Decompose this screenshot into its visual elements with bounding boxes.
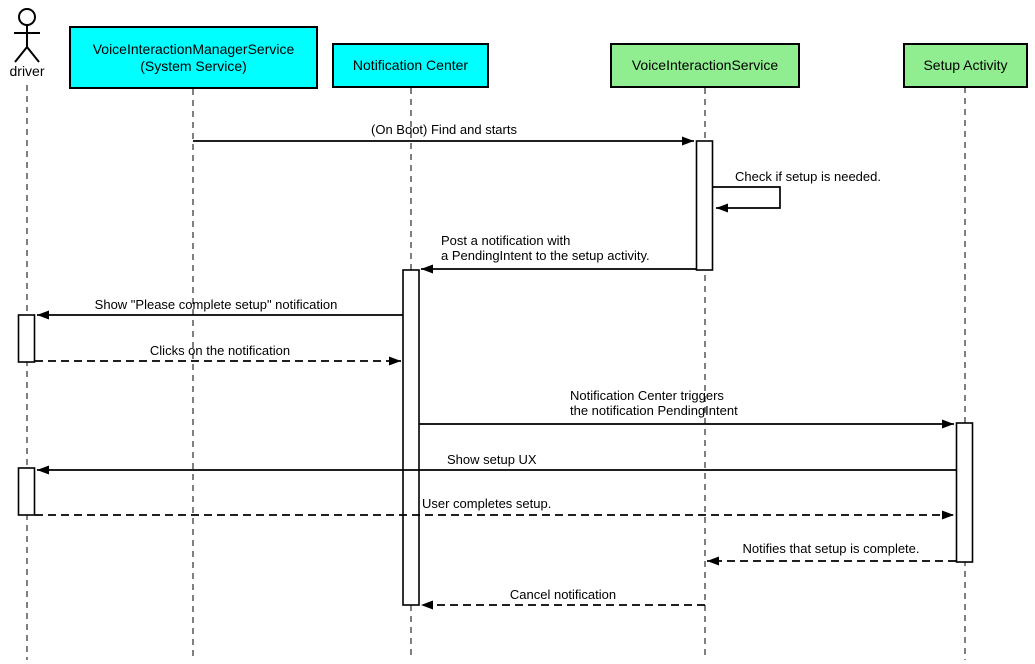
actor-driver-icon — [14, 8, 40, 63]
message-label-post-notification: Post a notification with a PendingIntent… — [441, 233, 650, 263]
activation-setup-activity — [955, 422, 974, 563]
message-label-show-please-complete-setup: Show "Please complete setup" notificatio… — [94, 297, 338, 312]
participant-box-voiceinteractionmanagerservice: VoiceInteractionManagerService (System S… — [69, 26, 318, 89]
actor-driver-label: driver — [9, 63, 45, 79]
participant-box-notification-center: Notification Center — [332, 43, 489, 88]
activation-notification-center — [402, 269, 420, 606]
activation-bars — [17, 140, 974, 606]
message-label-user-completes-setup: User completes setup. — [422, 496, 552, 511]
message-label-on-boot-find-and-starts: (On Boot) Find and starts — [371, 122, 517, 137]
message-label-triggers-pendingintent: Notification Center triggers the notific… — [570, 388, 738, 418]
participant-box-setup-activity: Setup Activity — [903, 43, 1028, 88]
arrow-check-if-setup-needed-self — [713, 186, 781, 213]
participant-box-voiceinteractionservice: VoiceInteractionService — [610, 43, 800, 88]
activation-driver-1 — [17, 314, 36, 363]
activation-voiceinteractionservice — [695, 140, 714, 271]
message-label-show-setup-ux: Show setup UX — [447, 452, 537, 467]
message-label-clicks-on-notification: Clicks on the notification — [149, 343, 291, 358]
message-arrows — [35, 136, 956, 610]
activation-driver-2 — [17, 467, 36, 516]
message-label-cancel-notification: Cancel notification — [509, 587, 617, 602]
message-label-notifies-setup-complete: Notifies that setup is complete. — [742, 541, 920, 556]
message-label-check-if-setup-needed: Check if setup is needed. — [735, 169, 881, 184]
